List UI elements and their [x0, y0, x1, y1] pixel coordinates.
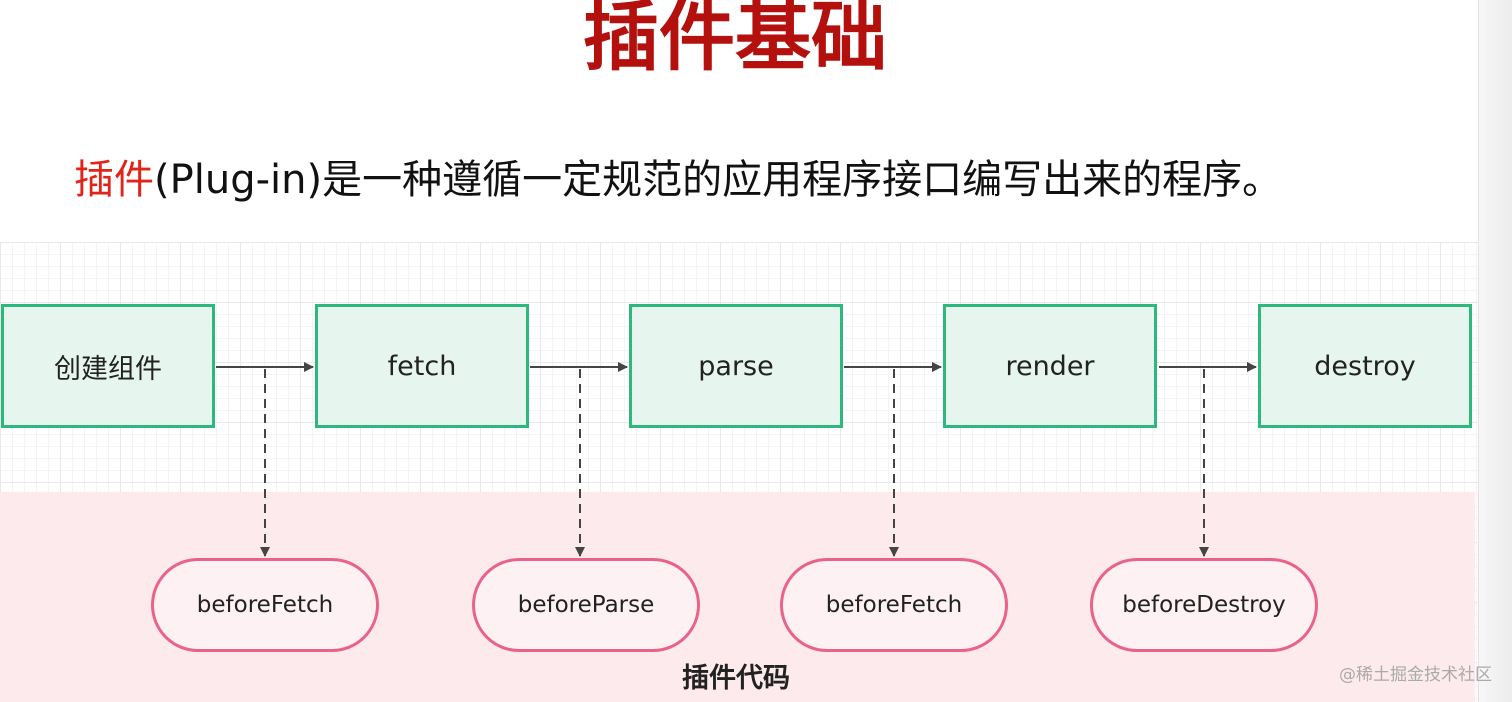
- definition-rest: (Plug-in)是一种遵循一定规范的应用程序接口编写出来的程序。: [154, 157, 1283, 203]
- window-edge: [1478, 0, 1512, 702]
- stage-parse: parse: [629, 304, 843, 428]
- stage-render: render: [943, 304, 1157, 428]
- hook-before-destroy: beforeDestroy: [1090, 558, 1318, 652]
- definition-highlight: 插件: [74, 157, 154, 203]
- definition-text: 插件(Plug-in)是一种遵循一定规范的应用程序接口编写出来的程序。: [74, 150, 1282, 210]
- plugin-code-label: 插件代码: [682, 663, 790, 694]
- stage-fetch: fetch: [315, 304, 529, 428]
- stage-create-component: 创建组件: [1, 304, 215, 428]
- hook-before-fetch-2: beforeFetch: [780, 558, 1008, 652]
- stage-destroy: destroy: [1258, 304, 1472, 428]
- hook-before-fetch: beforeFetch: [151, 558, 379, 652]
- watermark: @稀土掘金技术社区: [1339, 665, 1492, 685]
- hook-before-parse: beforeParse: [472, 558, 700, 652]
- page-title: 插件基础: [583, 0, 887, 81]
- hook-arrows: [260, 369, 1209, 557]
